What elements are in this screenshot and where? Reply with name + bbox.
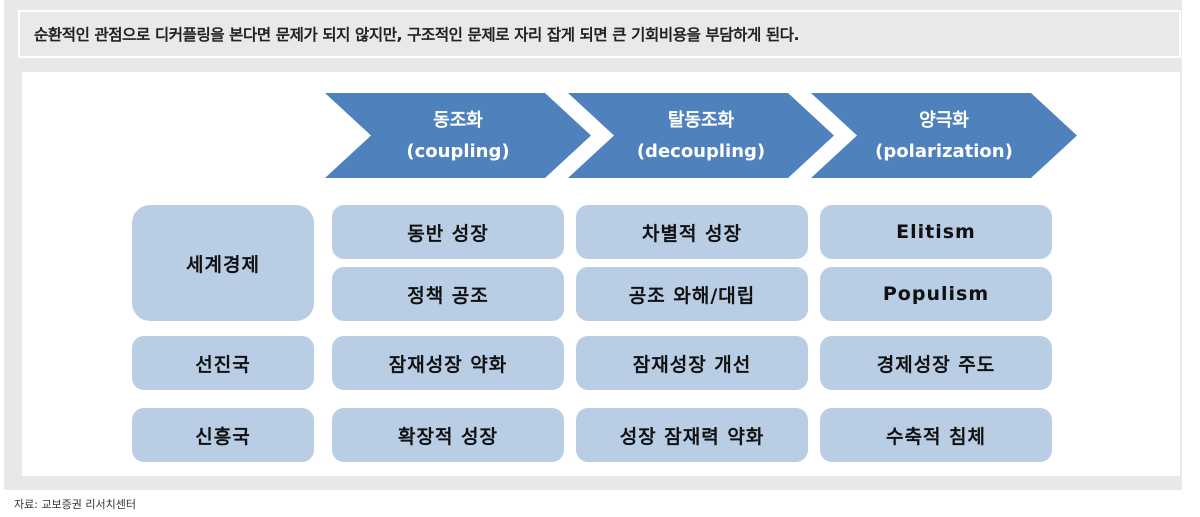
cell-coupling-world-1: 동반 성장 bbox=[332, 205, 564, 259]
cell-decoupling-advanced: 잠재성장 개선 bbox=[576, 336, 808, 390]
cell-decoupling-emerging: 성장 잠재력 약화 bbox=[576, 408, 808, 462]
cell-decoupling-world-2: 공조 와해/대립 bbox=[576, 267, 808, 321]
chevron-arrow-icon bbox=[811, 93, 1077, 178]
chevron-arrow-icon bbox=[568, 93, 834, 178]
cell-polarization-world-2: Populism bbox=[820, 267, 1052, 321]
phase-chevron-decoupling: 탈동조화 (decoupling) bbox=[568, 93, 834, 178]
phase-title: 양극화 bbox=[919, 109, 969, 131]
phase-subtitle: (coupling) bbox=[406, 140, 510, 162]
phase-chevron-coupling: 동조화 (coupling) bbox=[325, 93, 591, 178]
cell-coupling-emerging: 확장적 성장 bbox=[332, 408, 564, 462]
row-label-world-economy: 세계경제 bbox=[132, 205, 314, 321]
phase-chevron-polarization: 양극화 (polarization) bbox=[811, 93, 1077, 178]
phase-title: 동조화 bbox=[433, 109, 483, 131]
summary-text: 순환적인 관점으로 디커플링을 본다면 문제가 되지 않지만, 구조적인 문제로… bbox=[34, 26, 800, 44]
cell-polarization-world-1: Elitism bbox=[820, 205, 1052, 259]
phase-subtitle: (polarization) bbox=[875, 140, 1013, 162]
row-label-emerging-economies: 신흥국 bbox=[132, 408, 314, 462]
cell-decoupling-world-1: 차별적 성장 bbox=[576, 205, 808, 259]
cell-polarization-emerging: 수축적 침체 bbox=[820, 408, 1052, 462]
phase-subtitle: (decoupling) bbox=[636, 140, 766, 162]
cell-coupling-world-2: 정책 공조 bbox=[332, 267, 564, 321]
cell-coupling-advanced: 잠재성장 약화 bbox=[332, 336, 564, 390]
row-label-advanced-economies: 선진국 bbox=[132, 336, 314, 390]
phase-title: 탈동조화 bbox=[667, 109, 735, 131]
cell-polarization-advanced: 경제성장 주도 bbox=[820, 336, 1052, 390]
diagram-panel: 동조화 (coupling) 탈동조화 (decoupling) 양극화 (po… bbox=[22, 72, 1180, 476]
chevron-arrow-icon bbox=[325, 93, 591, 178]
summary-banner: 순환적인 관점으로 디커플링을 본다면 문제가 되지 않지만, 구조적인 문제로… bbox=[18, 10, 1181, 58]
source-note: 자료: 교보증권 리서치센터 bbox=[14, 498, 137, 511]
